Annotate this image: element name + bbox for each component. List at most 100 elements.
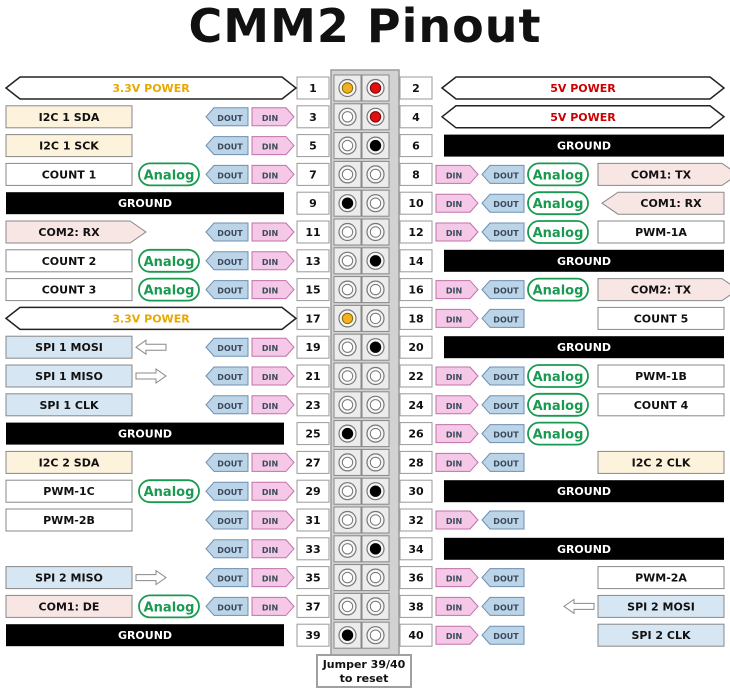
ground-label: GROUND (118, 197, 172, 210)
ground-label: GROUND (557, 543, 611, 556)
analog-badge (138, 277, 200, 302)
din-label: DIN (262, 488, 278, 497)
dout-tag (481, 596, 525, 616)
dout-label: DOUT (217, 459, 243, 468)
label-box (597, 594, 725, 618)
ground-label: GROUND (557, 341, 611, 354)
pin-number: 34 (408, 543, 424, 556)
dout-label: DOUT (493, 315, 519, 324)
din-tag (435, 452, 479, 472)
pin-number-box (399, 479, 433, 503)
analog-badge (527, 220, 589, 244)
label-box (597, 364, 725, 388)
analog-badge (527, 421, 589, 446)
dout-label: DOUT (493, 373, 519, 382)
pin-number: 31 (305, 514, 320, 527)
din-label: DIN (262, 603, 278, 612)
din-label: DIN (446, 459, 462, 468)
ground-bar (444, 480, 724, 503)
pin-row-17: 173.3V POWER (4, 306, 330, 331)
pin-number-box (296, 450, 330, 474)
analog-badge (138, 479, 200, 504)
pin-label: I2C 2 CLK (632, 456, 691, 469)
pin-number: 8 (412, 168, 420, 181)
analog-label: Analog (533, 197, 584, 212)
dout-tag (205, 136, 249, 156)
dout-label: DOUT (493, 402, 519, 411)
pin-dot (341, 370, 354, 382)
dout-label: DOUT (493, 575, 519, 584)
din-label: DIN (446, 517, 462, 526)
dout-label: DOUT (493, 431, 519, 440)
pin-number: 33 (305, 543, 320, 556)
label-box (5, 479, 133, 503)
pin-row-20: 20 GROUND (399, 335, 724, 359)
analog-badge (138, 594, 200, 619)
pin-number-box (296, 566, 330, 590)
pin-number: 6 (412, 140, 420, 153)
pin-label: COM1: DE (39, 600, 100, 613)
pin-number-box (296, 191, 330, 215)
pin-number-box (296, 393, 330, 417)
pin-label: COUNT 4 (634, 399, 689, 412)
din-label: DIN (262, 517, 278, 526)
pin-label: SPI 2 MISO (35, 572, 103, 585)
dout-tag (481, 452, 525, 472)
analog-label: Analog (144, 168, 195, 183)
pin-dot (341, 571, 354, 584)
pin-label: COM1: RX (640, 197, 702, 210)
pin-number-box (399, 76, 433, 100)
analog-label: Analog (144, 284, 195, 299)
pin-dot (369, 255, 382, 267)
pin-number: 14 (408, 255, 424, 268)
dout-label: DOUT (217, 258, 243, 267)
pin-label: COM1: TX (631, 168, 692, 181)
pin-number: 4 (412, 111, 420, 124)
pin-number: 20 (408, 341, 424, 354)
pin-number-box (399, 134, 433, 158)
direction-arrow (135, 569, 167, 586)
din-label: DIN (262, 459, 278, 468)
din-tag (435, 164, 479, 184)
dout-tag (205, 366, 249, 386)
pin-number: 7 (309, 168, 317, 181)
label-box (597, 306, 725, 330)
dout-tag (481, 308, 525, 328)
label-box (5, 508, 133, 532)
analog-badge (527, 364, 589, 388)
din-label: DIN (446, 603, 462, 612)
analog-label: Analog (144, 255, 195, 270)
din-tag (435, 596, 479, 616)
pin-dot (341, 341, 354, 353)
pin-label: PWM-1A (635, 226, 687, 239)
label-box (5, 105, 133, 129)
pin-number-box (296, 364, 330, 388)
label-box (5, 450, 133, 474)
dout-label: DOUT (493, 200, 519, 209)
dout-label: DOUT (493, 229, 519, 238)
direction-arrow (135, 339, 167, 356)
pin-number: 21 (305, 370, 320, 383)
pin-number: 23 (305, 399, 320, 412)
din-tag (435, 625, 479, 645)
pin-dot (369, 197, 382, 209)
pin-label: COUNT 2 (42, 255, 97, 268)
label-box (5, 566, 133, 590)
pin-label: SPI 1 MOSI (35, 341, 103, 354)
pin-number: 30 (408, 485, 424, 498)
pin-header (330, 69, 400, 657)
pin-label: SPI 1 CLK (40, 399, 99, 412)
power-label: 3.3V POWER (112, 82, 190, 95)
analog-label: Analog (144, 600, 195, 615)
pin-dot (369, 629, 382, 641)
power-label: 3.3V POWER (112, 312, 190, 325)
